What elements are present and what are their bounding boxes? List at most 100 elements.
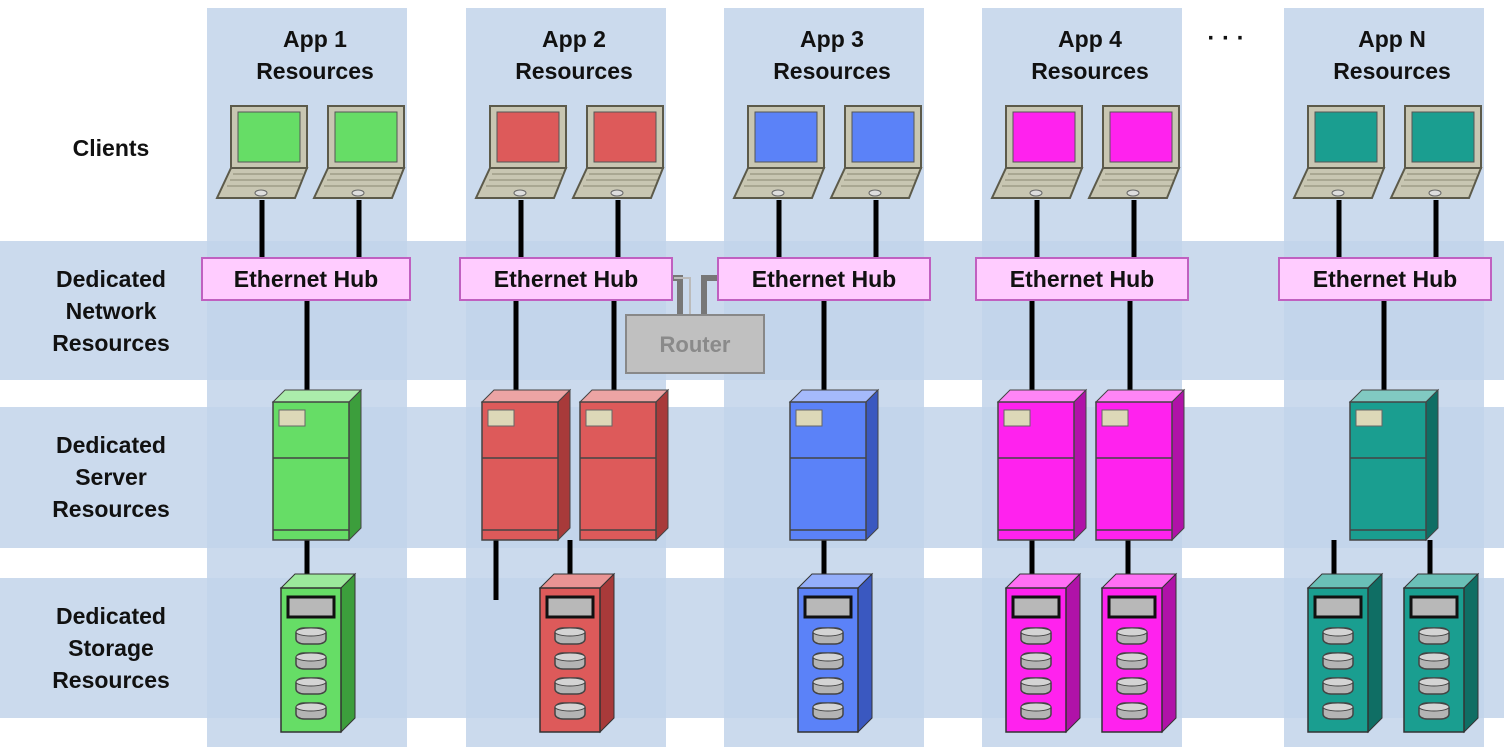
hub-label: Ethernet Hub bbox=[234, 266, 378, 292]
server-drive-bay bbox=[795, 409, 823, 427]
router-link-left-inner bbox=[674, 277, 691, 322]
hub-box bbox=[1278, 257, 1492, 301]
server-front bbox=[579, 401, 657, 541]
row-label-line: Resources bbox=[52, 330, 170, 356]
laptop-keyboard bbox=[1087, 167, 1181, 199]
client-laptop bbox=[732, 105, 826, 199]
row-label-line: Dedicated bbox=[56, 266, 166, 292]
router-box bbox=[625, 314, 765, 374]
laptop-keyboard bbox=[829, 167, 923, 199]
storage-side bbox=[1065, 572, 1081, 734]
row-label-line: Dedicated bbox=[56, 603, 166, 629]
storage-disk-top bbox=[554, 627, 586, 637]
laptop-screen bbox=[1012, 111, 1076, 163]
storage-disk-top bbox=[812, 677, 844, 687]
storage-side bbox=[1367, 572, 1383, 734]
server-tower bbox=[996, 388, 1088, 542]
laptop-screen bbox=[1411, 111, 1475, 163]
storage-disk-top bbox=[1020, 702, 1052, 712]
ellipsis: · · · bbox=[1207, 25, 1244, 52]
storage-disk-top bbox=[1020, 677, 1052, 687]
storage-side bbox=[1161, 572, 1177, 734]
storage-array bbox=[279, 572, 357, 734]
storage-side bbox=[340, 572, 356, 734]
storage-disk-top bbox=[1322, 702, 1354, 712]
laptop-keyboard bbox=[1389, 167, 1483, 199]
storage-panel bbox=[1313, 595, 1363, 619]
laptop-screen bbox=[334, 111, 398, 163]
storage-disk-top bbox=[1322, 677, 1354, 687]
laptop-keyboard bbox=[732, 167, 826, 199]
row-label-clients: Clients bbox=[73, 135, 150, 161]
storage-disk-top bbox=[1116, 627, 1148, 637]
storage-array bbox=[538, 572, 616, 734]
hub-label: Ethernet Hub bbox=[752, 266, 896, 292]
storage-panel bbox=[803, 595, 853, 619]
app-title-line: App N bbox=[1358, 26, 1426, 52]
row-label-line: Dedicated bbox=[56, 432, 166, 458]
client-laptop bbox=[1087, 105, 1181, 199]
client-laptop bbox=[990, 105, 1084, 199]
storage-panel bbox=[1107, 595, 1157, 619]
row-label-line: Server bbox=[75, 464, 147, 490]
storage-disk-top bbox=[295, 677, 327, 687]
app-title-line: Resources bbox=[515, 58, 633, 84]
laptop-touchpad bbox=[610, 189, 624, 197]
storage-disk-top bbox=[1116, 677, 1148, 687]
app-title-line: Resources bbox=[256, 58, 374, 84]
hub-box bbox=[201, 257, 411, 301]
storage-panel bbox=[545, 595, 595, 619]
storage-side bbox=[857, 572, 873, 734]
server-side bbox=[655, 388, 669, 542]
server-tower bbox=[480, 388, 572, 542]
laptop-keyboard bbox=[215, 167, 309, 199]
storage-disk-top bbox=[1418, 702, 1450, 712]
devices: Ethernet Hub Ethernet Hub Ethernet Hub Ethe… bbox=[201, 105, 1492, 734]
ethernet-hub-5: Ethernet Hub bbox=[1278, 257, 1492, 301]
laptop-screen bbox=[496, 111, 560, 163]
server-drive-bay bbox=[1003, 409, 1031, 427]
server-top bbox=[1094, 389, 1186, 403]
server-drive-bay bbox=[1355, 409, 1383, 427]
app-title-line: App 4 bbox=[1058, 26, 1122, 52]
laptop-screen bbox=[851, 111, 915, 163]
row-label-line: Network bbox=[66, 298, 157, 324]
server-top bbox=[788, 389, 880, 403]
server-tower bbox=[1348, 388, 1440, 542]
storage-array bbox=[1100, 572, 1178, 734]
storage-disk-top bbox=[812, 702, 844, 712]
laptop-keyboard bbox=[571, 167, 665, 199]
laptop-touchpad bbox=[254, 189, 268, 197]
router-label: Router bbox=[660, 332, 731, 357]
client-laptop bbox=[829, 105, 923, 199]
laptop-screen bbox=[593, 111, 657, 163]
hub-label: Ethernet Hub bbox=[494, 266, 638, 292]
server-side bbox=[1425, 388, 1439, 542]
laptop-keyboard bbox=[990, 167, 1084, 199]
router: Router bbox=[625, 314, 765, 374]
server-tower bbox=[271, 388, 363, 542]
row-label-line: Storage bbox=[68, 635, 154, 661]
laptop-touchpad bbox=[771, 189, 785, 197]
laptop-touchpad bbox=[1029, 189, 1043, 197]
storage-array bbox=[1306, 572, 1384, 734]
ethernet-hub-2: Ethernet Hub bbox=[459, 257, 673, 301]
server-top bbox=[1348, 389, 1440, 403]
server-side bbox=[1073, 388, 1087, 542]
client-laptop bbox=[571, 105, 665, 199]
ethernet-hub-1: Ethernet Hub bbox=[201, 257, 411, 301]
storage-disk-top bbox=[1322, 627, 1354, 637]
laptop-screen bbox=[1109, 111, 1173, 163]
app-title-line: Resources bbox=[1031, 58, 1149, 84]
ethernet-hub-4: Ethernet Hub bbox=[975, 257, 1189, 301]
app-title-4: App 4 Resources bbox=[1031, 26, 1149, 84]
ethernet-hub-3: Ethernet Hub bbox=[717, 257, 931, 301]
server-top bbox=[271, 389, 363, 403]
server-drive-bay bbox=[585, 409, 613, 427]
laptop-screen bbox=[1314, 111, 1378, 163]
